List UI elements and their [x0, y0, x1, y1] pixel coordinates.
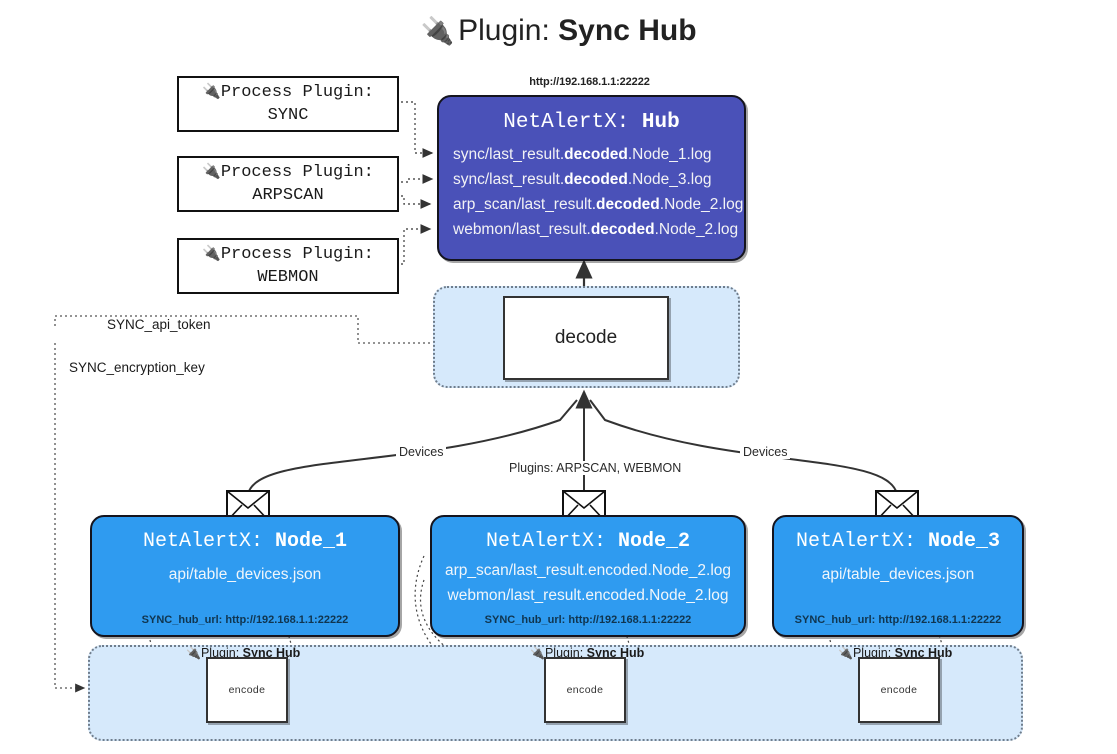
- node-footer: SYNC_hub_url: http://192.168.1.1:22222: [484, 614, 692, 626]
- node-line: webmon/last_result.encoded.Node_2.log: [447, 586, 729, 604]
- node-line: api/table_devices.json: [168, 566, 322, 583]
- token-label-api: SYNC_api_token: [104, 317, 214, 332]
- title-prefix: Plugin:: [458, 14, 550, 47]
- process-plugin-arpscan[interactable]: 🔌Process Plugin: ARPSCAN: [177, 156, 399, 212]
- plug-icon: 🔌: [420, 16, 455, 46]
- process-plugin-sync[interactable]: 🔌Process Plugin: SYNC: [177, 76, 399, 132]
- hub-url-label: http://192.168.1.1:22222: [529, 76, 650, 88]
- node-box-node-3[interactable]: NetAlertX: Node_3 api/table_devices.json…: [772, 515, 1024, 637]
- hub-log-line: sync/last_result.decoded.Node_3.log: [453, 171, 712, 189]
- process-plugin-label: Process Plugin:: [220, 162, 374, 182]
- node-title-prefix: NetAlertX:: [485, 530, 606, 553]
- node-title-name: Node_2: [618, 530, 691, 553]
- hub-node[interactable]: NetAlertX: Hub sync/last_result.decoded.…: [437, 95, 746, 261]
- encode-box-2[interactable]: encode: [544, 657, 626, 723]
- hub-log-list: sync/last_result.decoded.Node_1.log sync…: [439, 142, 744, 242]
- node-line: arp_scan/last_result.encoded.Node_2.log: [444, 562, 732, 579]
- plug-icon: 🔌: [202, 161, 221, 180]
- page-title: 🔌Plugin: Sync Hub: [0, 14, 1117, 48]
- edge-label-devices-right: Devices: [740, 445, 791, 459]
- process-plugin-value: ARPSCAN: [252, 185, 324, 205]
- encoder-caption-3: 🔌Plugin: Sync Hub: [838, 646, 953, 660]
- process-plugin-value: SYNC: [267, 105, 309, 125]
- hub-log-line: sync/last_result.decoded.Node_1.log: [453, 146, 712, 163]
- process-plugin-label: Process Plugin:: [220, 244, 374, 264]
- hub-log-line: webmon/last_result.decoded.Node_2.log: [453, 221, 739, 239]
- node-footer: SYNC_hub_url: http://192.168.1.1:22222: [794, 614, 1002, 626]
- node-title-prefix: NetAlertX:: [142, 530, 263, 553]
- encode-box-3[interactable]: encode: [858, 657, 940, 723]
- plug-icon: 🔌: [202, 243, 221, 262]
- plug-icon: 🔌: [838, 646, 853, 660]
- node-footer: SYNC_hub_url: http://192.168.1.1:22222: [141, 614, 349, 626]
- encode-box-1[interactable]: encode: [206, 657, 288, 723]
- node-title-name: Node_1: [275, 530, 348, 553]
- process-plugin-value: WEBMON: [257, 267, 319, 287]
- encoder-caption-1: 🔌Plugin: Sync Hub: [186, 646, 301, 660]
- hub-title-prefix: NetAlertX:: [503, 111, 630, 134]
- node-title-prefix: NetAlertX:: [795, 530, 916, 553]
- node-line: api/table_devices.json: [821, 566, 975, 583]
- process-plugin-webmon[interactable]: 🔌Process Plugin: WEBMON: [177, 238, 399, 294]
- process-plugin-label: Process Plugin:: [220, 82, 374, 102]
- encoder-caption-2: 🔌Plugin: Sync Hub: [530, 646, 645, 660]
- decode-box[interactable]: decode: [503, 296, 669, 380]
- node-box-node-2[interactable]: NetAlertX: Node_2 arp_scan/last_result.e…: [430, 515, 746, 637]
- hub-title-name: Hub: [641, 111, 680, 134]
- node-box-node-1[interactable]: NetAlertX: Node_1 api/table_devices.json…: [90, 515, 400, 637]
- edge-label-devices-left: Devices: [396, 445, 447, 459]
- title-name: Sync Hub: [558, 14, 697, 47]
- plug-icon: 🔌: [202, 81, 221, 100]
- plug-icon: 🔌: [530, 646, 545, 660]
- edge-label-plugins: Plugins: ARPSCAN, WEBMON: [506, 461, 685, 475]
- plug-icon: 🔌: [186, 646, 201, 660]
- hub-log-line: arp_scan/last_result.decoded.Node_2.log: [453, 196, 744, 214]
- node-title-name: Node_3: [928, 530, 1001, 553]
- token-label-encryption: SYNC_encryption_key: [66, 360, 208, 375]
